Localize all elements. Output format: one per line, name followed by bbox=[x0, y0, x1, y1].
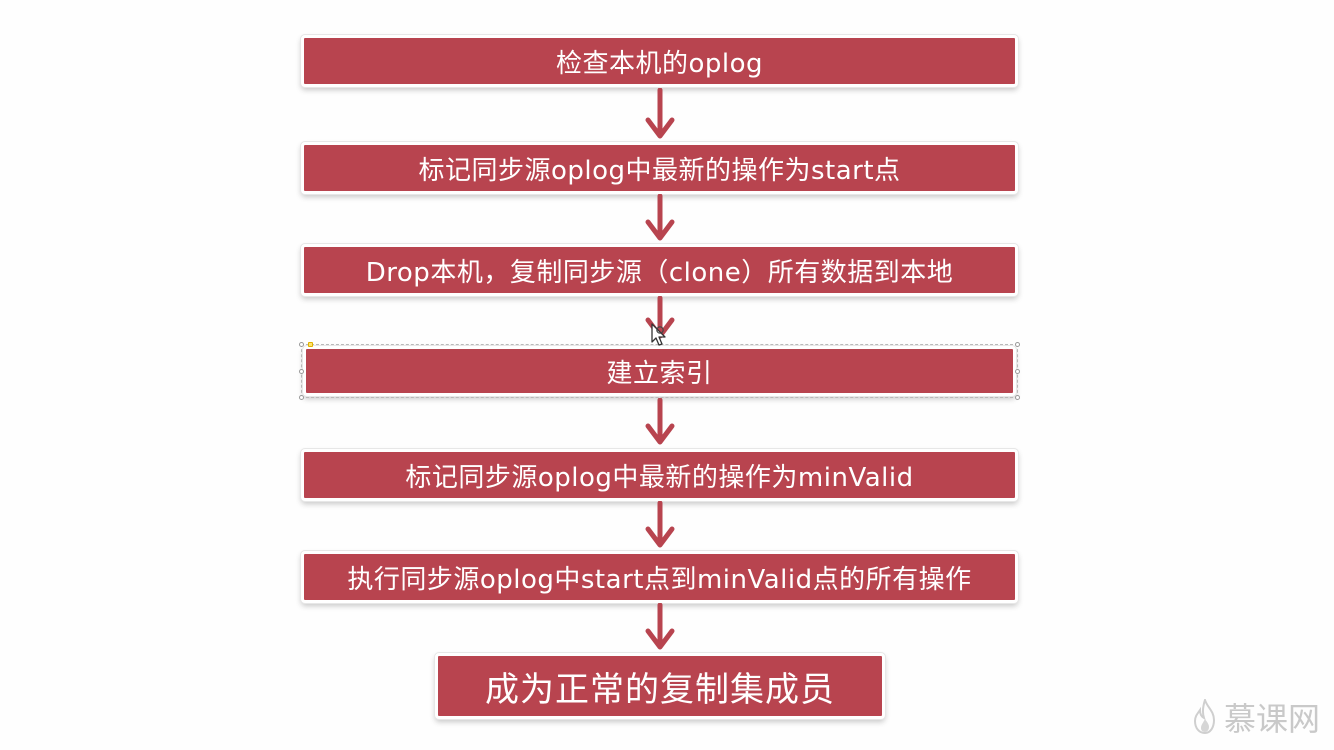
resize-handle-mid-right[interactable] bbox=[1015, 369, 1020, 374]
resize-handle-top-right[interactable] bbox=[1015, 342, 1020, 347]
step-label: 标记同步源oplog中最新的操作为minValid bbox=[405, 462, 914, 493]
step-drop-and-clone[interactable]: Drop本机，复制同步源（clone）所有数据到本地 bbox=[301, 244, 1018, 296]
resize-handle-bottom-left[interactable] bbox=[299, 395, 304, 400]
resize-handle-mid-left[interactable] bbox=[299, 369, 304, 374]
arrow-down-icon bbox=[645, 194, 675, 241]
arrow-down-icon bbox=[645, 398, 675, 445]
step-mark-min-valid[interactable]: 标记同步源oplog中最新的操作为minValid bbox=[301, 449, 1018, 501]
step-label: 成为正常的复制集成员 bbox=[485, 669, 835, 710]
step-become-member[interactable]: 成为正常的复制集成员 bbox=[435, 653, 885, 719]
arrow-down-icon bbox=[645, 603, 675, 650]
step-apply-ops[interactable]: 执行同步源oplog中start点到minValid点的所有操作 bbox=[301, 551, 1018, 603]
resize-handle-top-left[interactable] bbox=[299, 342, 304, 347]
arrow-down-icon bbox=[645, 88, 675, 139]
selection-frame bbox=[299, 342, 1020, 400]
flame-logo-icon bbox=[1193, 699, 1215, 735]
watermark-text: 慕课网 bbox=[1223, 700, 1320, 738]
step-label: 检查本机的oplog bbox=[555, 48, 764, 79]
step-label: 执行同步源oplog中start点到minValid点的所有操作 bbox=[347, 564, 972, 595]
watermark: 慕课网 bbox=[1192, 694, 1320, 740]
step-label: 标记同步源oplog中最新的操作为start点 bbox=[418, 155, 901, 186]
step-build-index[interactable]: 建立索引 bbox=[303, 346, 1016, 396]
step-mark-start-point[interactable]: 标记同步源oplog中最新的操作为start点 bbox=[301, 142, 1018, 194]
step-check-local-oplog[interactable]: 检查本机的oplog bbox=[301, 35, 1018, 87]
step-label: Drop本机，复制同步源（clone）所有数据到本地 bbox=[365, 257, 954, 288]
adjust-handle[interactable] bbox=[308, 342, 313, 347]
resize-handle-bottom-right[interactable] bbox=[1015, 395, 1020, 400]
arrow-down-icon bbox=[645, 501, 675, 548]
step-label: 建立索引 bbox=[606, 358, 713, 389]
move-cursor-icon bbox=[651, 323, 666, 346]
